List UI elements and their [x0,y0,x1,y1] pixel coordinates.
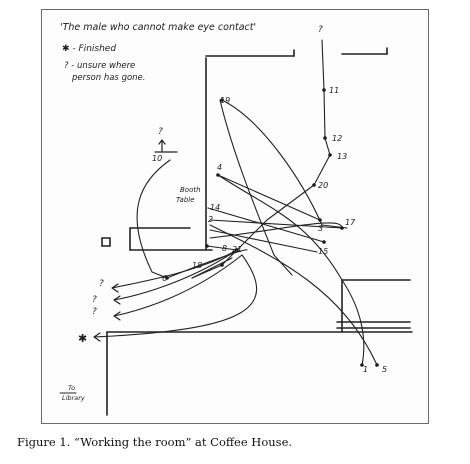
stop-6: 6 [162,274,167,283]
booth-label: Booth [180,186,201,194]
legend-unsure-line1: ? - unsure where [64,61,135,71]
stop-1: 1 [363,365,368,374]
stop-21: 21 [232,245,242,254]
library-label: Library [62,394,85,402]
question-mark-exit-3: ? [92,307,97,317]
stop-3: 3 [318,224,323,233]
stop-8: 8 [222,244,227,253]
table-label: Table [176,196,195,204]
stop-5: 5 [382,365,387,374]
star-finished-icon: ✱ [78,332,87,345]
stop-13: 13 [337,152,347,161]
sketch-title: 'The male who cannot make eye contact' [60,22,256,33]
unsure-marks: ? ? ? ? ? ✱ [78,25,323,345]
question-mark-10: ? [158,127,163,137]
legend-finished: ✱ - Finished [62,44,116,54]
figure-caption: Figure 1. “Working the room” at Coffee H… [17,435,292,449]
door-marker [154,139,178,153]
stop-18: 18 [192,261,202,270]
room-walls [101,47,413,416]
stop-dots [165,88,379,367]
legend-unsure-line2: person has gone. [71,73,145,83]
stop-10: 10 [152,154,162,163]
caption-text: “Working the room” at Coffee House. [74,435,293,449]
stop-19: 19 [220,96,230,105]
to-label: To [68,384,75,392]
exit-arrows [93,283,121,342]
question-mark-exit-1: ? [99,279,104,289]
room-sketch: 'The male who cannot make eye contact' ✱… [59,22,413,416]
stop-2: 2 [208,215,213,224]
stop-14: 14 [210,203,220,212]
stop-4: 4 [217,163,222,172]
stop-17: 17 [345,218,356,227]
question-mark-exit-2: ? [92,295,97,305]
stop-15: 15 [318,247,328,256]
caption-number: Figure 1. [17,435,71,449]
stop-labels: 11 12 13 20 19 4 17 3 15 8 21 18 6 10 1 … [152,86,387,374]
stop-12: 12 [332,134,342,143]
stop-11: 11 [329,86,339,95]
question-mark-top: ? [318,25,323,35]
stop-20: 20 [318,181,328,190]
figure-frame: 'The male who cannot make eye contact' ✱… [41,9,429,424]
